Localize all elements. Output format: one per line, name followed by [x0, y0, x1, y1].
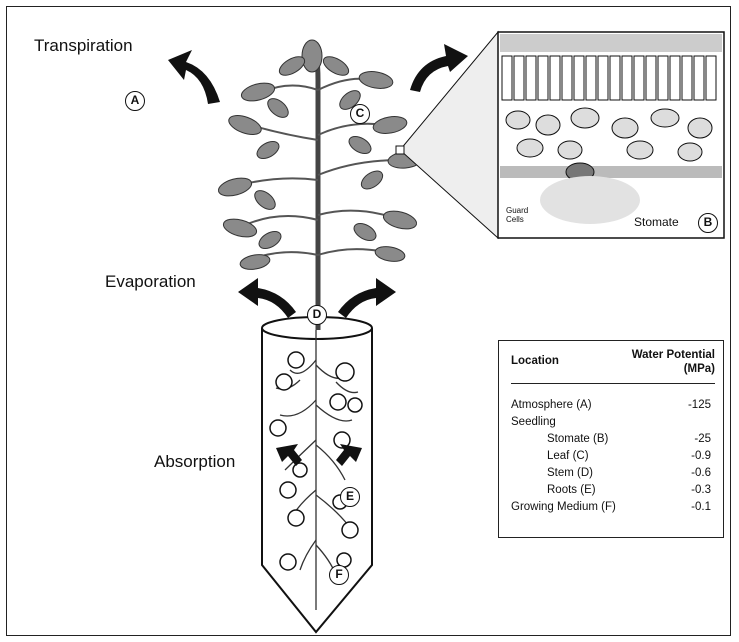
- evaporation-arrow-left: [238, 278, 296, 318]
- marker-c: C: [350, 104, 370, 124]
- header-location: Location: [511, 355, 559, 367]
- table-row: Seedling: [511, 416, 715, 432]
- row-location: Leaf (C): [547, 450, 589, 462]
- table-rule: [511, 383, 715, 384]
- row-value: -0.9: [691, 450, 711, 462]
- transpiration-arrow-left: [168, 50, 220, 104]
- marker-d: D: [307, 305, 327, 325]
- row-location: Stomate (B): [547, 433, 608, 445]
- row-location: Atmosphere (A): [511, 399, 592, 411]
- table-row: Atmosphere (A) -125: [511, 399, 715, 415]
- evaporation-label: Evaporation: [105, 272, 196, 292]
- marker-f: F: [329, 565, 349, 585]
- row-value: -25: [694, 433, 711, 445]
- stem: [312, 44, 318, 330]
- table-row: Growing Medium (F) -0.1: [511, 501, 715, 517]
- growing-tube: [262, 317, 372, 632]
- stomate-label: Stomate: [634, 215, 679, 229]
- water-potential-table: Location Water Potential (MPa) Atmospher…: [498, 340, 724, 538]
- header-units: (MPa): [684, 363, 715, 375]
- table-row: Stem (D) -0.6: [511, 467, 715, 483]
- table-row: Stomate (B) -25: [511, 433, 715, 449]
- row-value: -0.6: [691, 467, 711, 479]
- guard-cells-label: Guard Cells: [506, 206, 546, 224]
- row-location: Stem (D): [547, 467, 593, 479]
- row-value: -0.3: [691, 484, 711, 496]
- row-value: -125: [688, 399, 711, 411]
- marker-b: B: [698, 213, 718, 233]
- row-location: Roots (E): [547, 484, 596, 496]
- header-water-potential: Water Potential: [632, 349, 715, 361]
- absorption-label: Absorption: [154, 452, 235, 472]
- table-row: Roots (E) -0.3: [511, 484, 715, 500]
- marker-e: E: [340, 487, 360, 507]
- row-location: Growing Medium (F): [511, 501, 616, 513]
- evaporation-arrow-right: [338, 278, 396, 318]
- table-row: Leaf (C) -0.9: [511, 450, 715, 466]
- row-location: Seedling: [511, 416, 556, 428]
- marker-a: A: [125, 91, 145, 111]
- transpiration-label: Transpiration: [34, 36, 133, 56]
- row-value: -0.1: [691, 501, 711, 513]
